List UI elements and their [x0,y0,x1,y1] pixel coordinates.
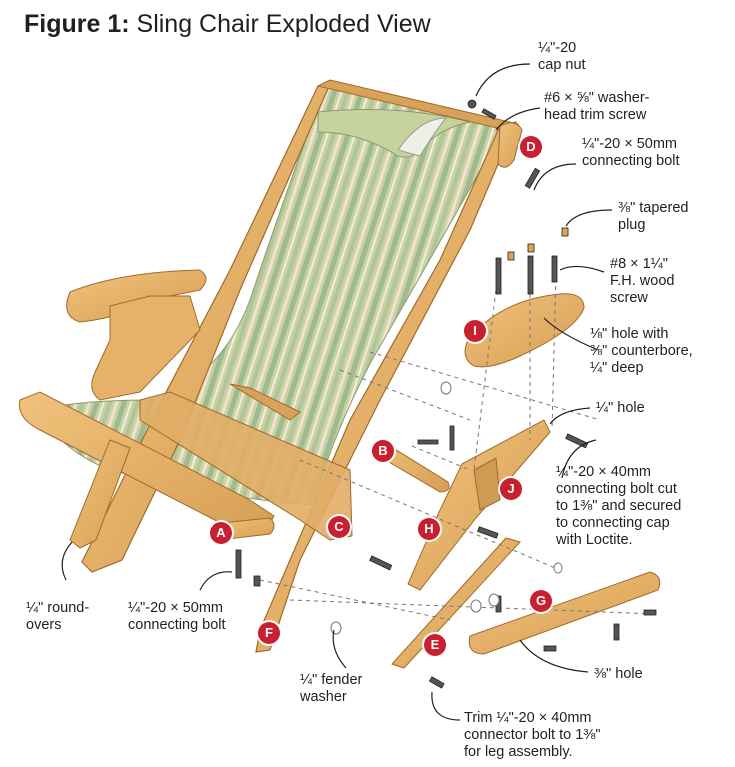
part-j-block [473,457,501,511]
callout-line: with Loctite. [556,532,633,548]
seat-rail-left [18,391,275,535]
badge-e: E [424,634,446,656]
callout-line: screw [610,290,648,306]
callout-line: ⅜" counterbore, [590,343,693,359]
callout-three-eighths-hole: ⅜" hole [594,666,643,683]
callout-line: ⅜" tapered [618,200,689,216]
callout-line: ¼" fender [300,672,363,688]
part-e-leg [391,537,521,669]
callout-line: connector bolt to 1⅜" [464,727,601,743]
callout-line: to connecting cap [556,515,670,531]
callout-bolt-bottom: ¼"-20 × 50mm connecting bolt [128,600,226,634]
back-rail-right [255,121,518,653]
callout-line: washer [300,689,347,705]
badge-j: J [500,478,522,500]
callout-line: ¼" deep [590,360,644,376]
callout-wood-screw: #8 × 1¼" F.H. wood screw [610,256,674,307]
pillow-curl [397,117,448,157]
callout-line: to 1⅜" and secured [556,498,682,514]
part-g-runner [468,571,661,655]
badge-a: A [210,522,232,544]
part-d-end-cap [497,122,523,168]
seat-cross-member [229,383,301,421]
callout-line: ¼"-20 [538,40,577,56]
callout-line: head trim screw [544,107,647,123]
top-crossbar [316,79,520,131]
callout-line: ⅜" hole [594,666,643,682]
armrest [66,269,207,323]
callout-line: overs [26,617,62,633]
seat-rail-c [139,391,353,541]
hardware [235,99,657,689]
callout-trim-screw: #6 × ⅝" washer- head trim screw [544,90,650,124]
callout-bolt-top: ¼"-20 × 50mm connecting bolt [582,136,680,170]
callout-line: #8 × 1¼" [610,256,668,272]
badge-g: G [530,590,552,612]
callout-line: plug [618,217,646,233]
badge-h: H [418,518,440,540]
callout-roundovers: ¼" round- overs [26,600,89,634]
callout-fender-washer: ¼" fender washer [300,672,362,706]
callout-bolt-cut: ¼"-20 × 40mm connecting bolt cut to 1⅜" … [556,464,681,549]
badge-b: B [372,440,394,462]
callout-quarter-hole: ¼" hole [596,400,645,417]
washers [330,381,563,635]
callout-hole-counterbore: ⅛" hole with ⅜" counterbore, ¼" deep [590,326,693,377]
part-i-arm-plate [464,293,585,368]
callout-trim-bolt: Trim ¼"-20 × 40mm connector bolt to 1⅜" … [464,710,601,761]
badge-d: D [520,136,542,158]
badge-f: F [258,622,280,644]
callout-line: ¼"-20 × 50mm [128,600,224,616]
callout-line: connecting bolt cut [556,481,677,497]
callout-tapered-plug: ⅜" tapered plug [618,200,688,234]
callout-line: ¼" round- [26,600,90,616]
figure-title: Figure 1: Sling Chair Exploded View [24,10,431,39]
callout-line: connecting bolt [128,617,226,633]
callout-line: Trim ¼"-20 × 40mm [464,710,592,726]
callout-line: F.H. wood [610,273,675,289]
assembly-guides [259,269,657,621]
callout-line: ¼"-20 × 50mm [582,136,678,152]
callout-line: cap nut [538,57,586,73]
callout-line: ¼" hole [596,400,645,416]
badge-i: I [464,320,486,342]
front-leg-left [69,439,131,549]
callout-line: ⅛" hole with [590,326,669,342]
callout-line: for leg assembly. [464,744,573,760]
callout-line: connecting bolt [582,153,680,169]
callout-line: #6 × ⅝" washer- [544,90,650,106]
leader-lines [61,63,613,721]
callout-cap-nut: ¼"-20 cap nut [538,40,586,74]
figure-number: Figure 1: [24,10,130,38]
figure-caption: Sling Chair Exploded View [129,10,431,38]
arm-support [91,295,201,401]
callout-line: ¼"-20 × 40mm [556,464,652,480]
badge-c: C [328,516,350,538]
